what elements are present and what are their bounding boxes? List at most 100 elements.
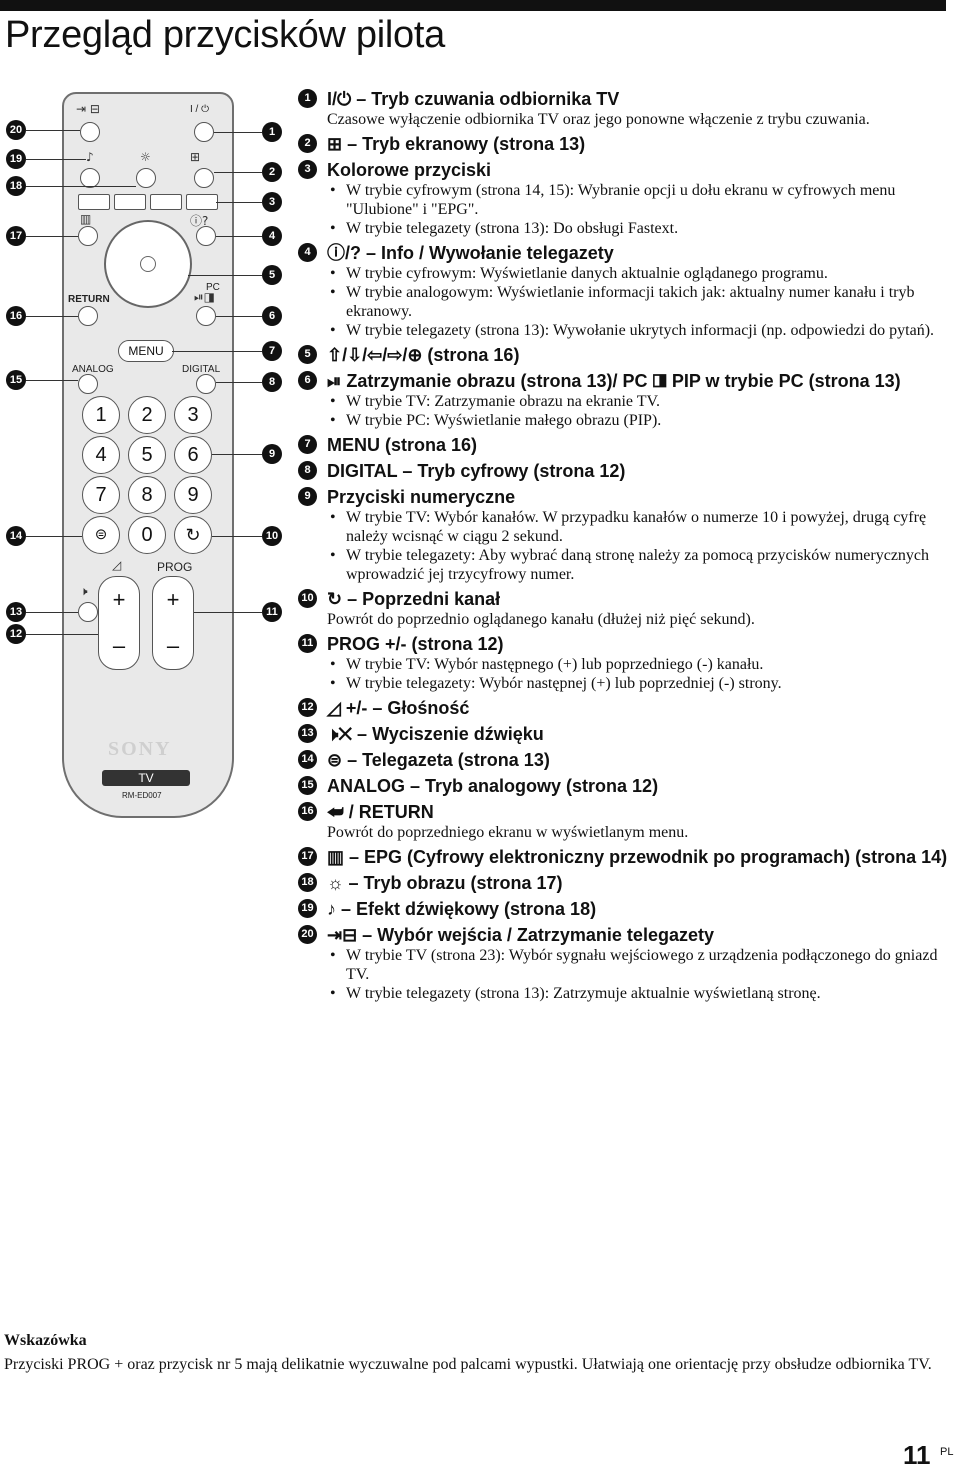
right-marker-5: 5 bbox=[262, 265, 282, 285]
left-marker-17: 17 bbox=[6, 226, 26, 246]
info-icon: ⓘ? bbox=[190, 214, 209, 228]
entry-18: 18 ☼ – Tryb obrazu (strona 17) bbox=[298, 872, 950, 894]
return-button bbox=[78, 306, 98, 326]
entry-bullets: W trybie cyfrowym: Wyświetlanie danych a… bbox=[327, 264, 950, 340]
left-marker-19: 19 bbox=[6, 149, 26, 169]
entry-bullets: W trybie TV (strona 23): Wybór sygnału w… bbox=[327, 946, 950, 1003]
entry-title: ♪ – Efekt dźwiękowy (strona 18) bbox=[327, 899, 597, 919]
bullet-item: W trybie analogowym: Wyświetlanie inform… bbox=[327, 283, 950, 321]
right-marker-6: 6 bbox=[262, 306, 282, 326]
entry-title: ⮨ / RETURN bbox=[327, 802, 434, 822]
entry-title: ◿ +/- – Głośność bbox=[327, 698, 470, 718]
right-marker-11: 11 bbox=[262, 602, 282, 622]
num-key-8: 8 bbox=[128, 476, 166, 514]
leader-line bbox=[194, 612, 262, 613]
bullet-item: W trybie TV (strona 23): Wybór sygnału w… bbox=[327, 946, 950, 984]
epg-button bbox=[78, 226, 98, 246]
num-key-2: 2 bbox=[128, 396, 166, 434]
color-button-blue bbox=[186, 194, 218, 210]
right-marker-8: 8 bbox=[262, 372, 282, 392]
left-marker-16: 16 bbox=[6, 306, 26, 326]
entry-number-marker: 6 bbox=[298, 371, 317, 390]
entry-number-marker: 9 bbox=[298, 487, 317, 506]
leader-line bbox=[172, 351, 262, 352]
entry-number-marker: 3 bbox=[298, 160, 317, 179]
right-marker-3: 3 bbox=[262, 192, 282, 212]
bullet-item: W trybie telegazety (strona 13): Wywołan… bbox=[327, 321, 950, 340]
entry-title: ⏯ Zatrzymanie obrazu (strona 13)/ PC ◨ P… bbox=[327, 371, 901, 391]
top-rule bbox=[0, 0, 946, 11]
digital-button bbox=[196, 374, 216, 394]
entry-title: ⊜ – Telegazeta (strona 13) bbox=[327, 750, 550, 770]
entry-2: 2⊞ – Tryb ekranowy (strona 13) bbox=[298, 133, 950, 155]
volume-plus: + bbox=[112, 587, 126, 612]
page-number: 11 bbox=[903, 1440, 931, 1470]
entry-number-marker: 10 bbox=[298, 589, 317, 608]
sound-effect-button bbox=[80, 168, 100, 188]
bullet-item: W trybie telegazety (strona 13): Zatrzym… bbox=[327, 984, 950, 1003]
dpad bbox=[104, 220, 192, 308]
entry-number-marker: 18 bbox=[298, 873, 317, 892]
page-language: PL bbox=[940, 1446, 954, 1458]
entry-number-marker: 16 bbox=[298, 802, 317, 821]
leader-line bbox=[212, 454, 262, 455]
bullet-item: W trybie telegazety: Wybór następnej (+)… bbox=[327, 674, 950, 693]
power-label: I / ⏻ bbox=[190, 104, 210, 115]
left-marker-14: 14 bbox=[6, 526, 26, 546]
entry-6: 6 ⏯ Zatrzymanie obrazu (strona 13)/ PC ◨ … bbox=[298, 370, 950, 430]
right-marker-10: 10 bbox=[262, 526, 282, 546]
prog-plus: + bbox=[166, 587, 180, 612]
entry-5: 5⇧/⇩/⇦/⇨/⊕ (strona 16) bbox=[298, 344, 950, 366]
right-marker-2: 2 bbox=[262, 162, 282, 182]
volume-icon: ◿ bbox=[112, 558, 122, 572]
input-button bbox=[80, 122, 100, 142]
power-button bbox=[194, 122, 214, 142]
entry-4: 4ⓘ/? – Info / Wywołanie telegazetyW tryb… bbox=[298, 242, 950, 340]
page-title: Przegląd przycisków pilota bbox=[5, 14, 445, 56]
model-label: RM-ED007 bbox=[122, 791, 162, 800]
entry-19: 19 ♪ – Efekt dźwiękowy (strona 18) bbox=[298, 898, 950, 920]
leader-line bbox=[216, 202, 262, 203]
left-marker-13: 13 bbox=[6, 602, 26, 622]
freeze-button bbox=[196, 306, 216, 326]
bullet-item: W trybie TV: Wybór następnego (+) lub po… bbox=[327, 655, 950, 674]
leader-line bbox=[26, 186, 136, 187]
leader-line bbox=[26, 236, 78, 237]
bullet-item: W trybie telegazety: Aby wybrać daną str… bbox=[327, 546, 950, 584]
previous-channel-key: ↻ bbox=[174, 516, 212, 554]
leader-line bbox=[26, 316, 78, 317]
entry-title: I/⏻ – Tryb czuwania odbiornika TV bbox=[327, 89, 620, 109]
entry-12: 12◿ +/- – Głośność bbox=[298, 697, 950, 719]
bullet-item: W trybie PC: Wyświetlanie małego obrazu … bbox=[327, 411, 950, 430]
bullet-item: W trybie TV: Wybór kanałów. W przypadku … bbox=[327, 508, 950, 546]
right-marker-9: 9 bbox=[262, 444, 282, 464]
bullet-item: W trybie TV: Zatrzymanie obrazu na ekran… bbox=[327, 392, 950, 411]
entry-title: ⓘ/? – Info / Wywołanie telegazety bbox=[327, 243, 614, 263]
leader-line bbox=[216, 316, 262, 317]
prog-label: PROG bbox=[157, 560, 193, 574]
return-label: RETURN bbox=[68, 294, 110, 305]
entry-description: Powrót do poprzednio oglądanego kanału (… bbox=[327, 611, 755, 628]
leader-line bbox=[214, 172, 262, 173]
brand-logo: SONY bbox=[108, 738, 172, 760]
leader-line bbox=[26, 634, 98, 635]
analog-label: ANALOG bbox=[72, 364, 114, 375]
entry-title: ⇧/⇩/⇦/⇨/⊕ (strona 16) bbox=[327, 345, 520, 365]
right-marker-7: 7 bbox=[262, 341, 282, 361]
epg-icon: ▥ bbox=[80, 212, 92, 226]
entry-title: Kolorowe przyciski bbox=[327, 160, 492, 180]
entry-title: ☼ – Tryb obrazu (strona 17) bbox=[327, 873, 563, 893]
entry-number-marker: 19 bbox=[298, 899, 317, 918]
entry-number-marker: 17 bbox=[298, 847, 317, 866]
entry-bullets: W trybie TV: Wybór następnego (+) lub po… bbox=[327, 655, 950, 693]
bullet-item: W trybie telegazety (strona 13): Do obsł… bbox=[327, 219, 950, 238]
num-key-6: 6 bbox=[174, 436, 212, 474]
color-button-yellow bbox=[150, 194, 182, 210]
prog-minus: – bbox=[166, 633, 180, 658]
entry-title: ANALOG – Tryb analogowy (strona 12) bbox=[327, 776, 659, 796]
color-button-red bbox=[78, 194, 110, 210]
